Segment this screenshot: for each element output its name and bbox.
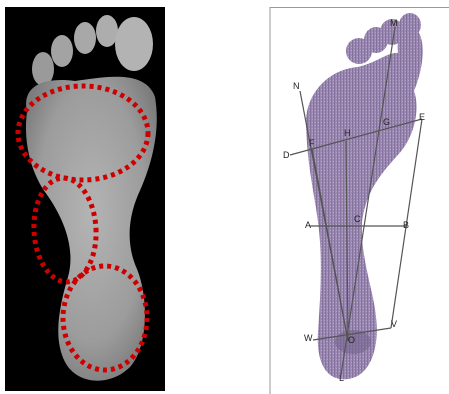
label-b: B — [403, 220, 409, 230]
label-e: E — [419, 112, 425, 122]
label-w: W — [304, 333, 313, 343]
toe-second — [96, 15, 118, 47]
label-c: C — [354, 214, 361, 224]
toe-third — [74, 22, 96, 54]
label-l: L — [339, 373, 344, 383]
toe-fourth — [51, 35, 73, 67]
label-a: A — [305, 220, 311, 230]
label-m: M — [390, 18, 398, 28]
toe-big — [115, 17, 153, 71]
label-v: V — [391, 319, 397, 329]
label-d: D — [283, 150, 290, 160]
plantar-foot-photo — [5, 7, 165, 391]
label-f: F — [309, 138, 315, 148]
label-o: O — [348, 335, 355, 345]
label-n: N — [293, 81, 300, 91]
plantar-foot-svg — [5, 7, 165, 391]
label-g: G — [383, 117, 390, 127]
label-h: H — [344, 128, 351, 138]
footprint-diagram: M N E G H F D A C B W O V L — [268, 7, 449, 394]
footprint-svg: M N E G H F D A C B W O V L — [268, 7, 449, 394]
